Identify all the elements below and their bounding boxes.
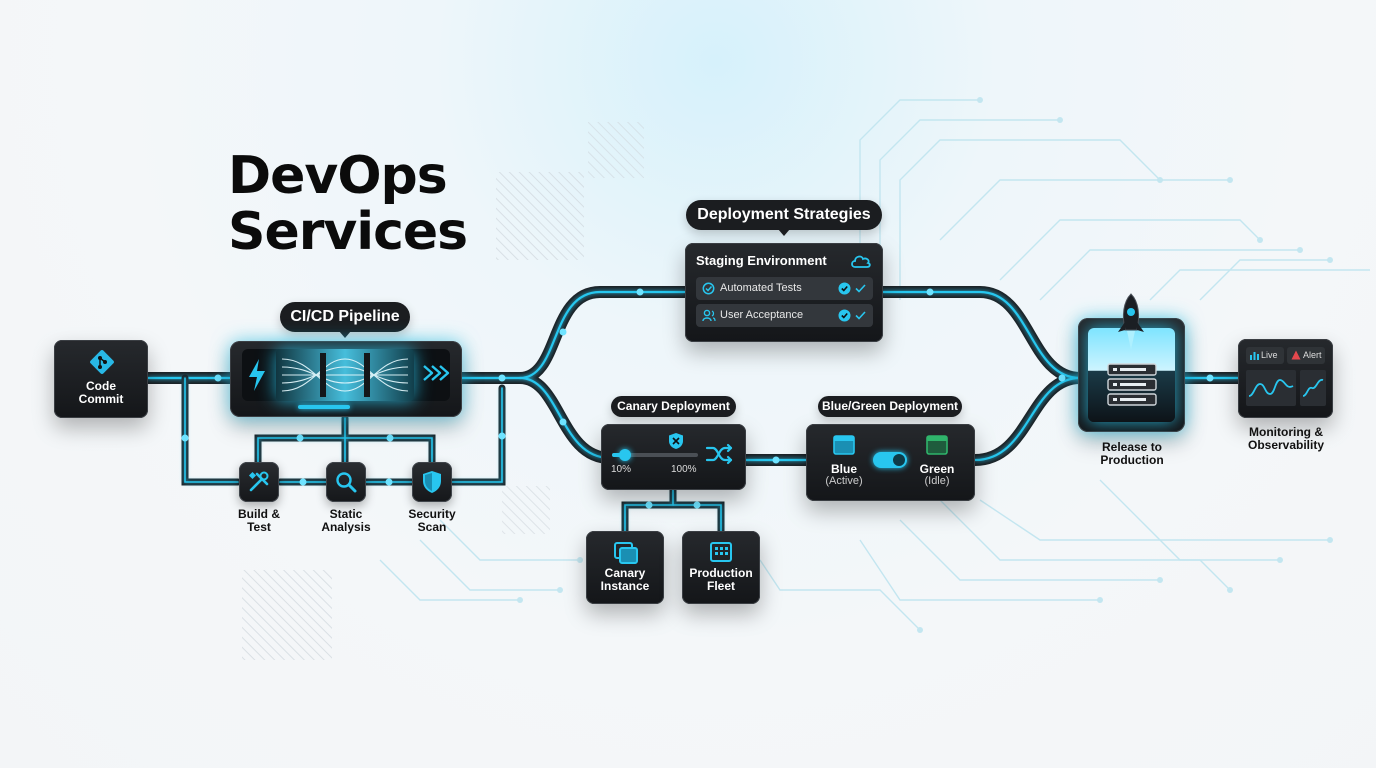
- cloud-icon: [851, 255, 871, 268]
- blue-green-toggle[interactable]: [873, 452, 907, 468]
- blue-window-icon: [833, 435, 855, 455]
- static-analysis-label-2: Analysis: [321, 520, 371, 534]
- shuffle-icon: [705, 443, 733, 465]
- security-scan-step[interactable]: [412, 462, 452, 502]
- forward-arrows-icon: [423, 365, 450, 381]
- magnifier-icon: [336, 472, 357, 493]
- release-label-1: Release to: [1101, 440, 1163, 454]
- git-icon: [90, 350, 114, 374]
- blue-green-deployment-label-text: Blue/Green Deployment: [821, 399, 959, 413]
- production-fleet-label-2: Fleet: [706, 579, 735, 593]
- shield-icon: [423, 471, 441, 493]
- alert-triangle-icon: [1291, 350, 1301, 360]
- green-env-label: Green: [919, 462, 955, 476]
- page-title: DevOps Services: [228, 146, 468, 262]
- pipeline-progress-bar: [298, 405, 350, 409]
- circle-check-icon: [702, 282, 715, 295]
- static-analysis-step[interactable]: [326, 462, 366, 502]
- release-label-2: Production: [1100, 453, 1164, 467]
- production-fleet-label-1: Production: [689, 566, 753, 580]
- blue-env-label: Blue: [830, 462, 857, 476]
- cicd-pipeline-label-text: CI/CD Pipeline: [290, 308, 400, 325]
- automated-tests-row[interactable]: Automated Tests: [696, 277, 873, 300]
- canary-slider-max: 100%: [671, 464, 697, 475]
- server-stack-icon: [1107, 363, 1157, 406]
- security-scan-label-1: Security: [408, 507, 456, 521]
- canary-instance-label-1: Canary: [604, 566, 646, 580]
- canary-slider-min: 10%: [611, 464, 632, 475]
- title-line-2: Services: [228, 202, 468, 262]
- metrics-graph-icon: [1246, 370, 1326, 406]
- user-icon: [702, 309, 716, 322]
- staging-environment-title: Staging Environment: [696, 253, 827, 268]
- check-badge-icon: [838, 282, 866, 295]
- deployment-strategies-label: Deployment Strategies: [686, 200, 882, 236]
- production-fleet-card[interactable]: Production Fleet: [682, 531, 760, 604]
- canary-deployment-card[interactable]: 10% 100%: [601, 424, 746, 490]
- green-env-state: (Idle): [924, 475, 950, 487]
- monitoring-label-1: Monitoring &: [1249, 425, 1323, 439]
- staging-environment-card[interactable]: Staging Environment Automated Tests User…: [685, 243, 883, 342]
- canary-instance-label-2: Instance: [600, 579, 650, 593]
- monitoring-dashboard-card[interactable]: Live Alert: [1238, 339, 1333, 418]
- automated-tests-label: Automated Tests: [720, 282, 802, 294]
- live-tag-text: Live: [1261, 350, 1278, 360]
- user-acceptance-label: User Acceptance: [720, 309, 804, 321]
- blue-green-deployment-label: Blue/Green Deployment: [818, 396, 962, 417]
- rocket-icon: [1118, 293, 1144, 350]
- canary-deployment-label-text: Canary Deployment: [617, 399, 730, 413]
- static-analysis-label-1: Static: [329, 507, 363, 521]
- live-tag[interactable]: Live: [1246, 347, 1284, 364]
- build-test-label-1: Build &: [238, 507, 280, 521]
- build-test-label-2: Test: [247, 520, 271, 534]
- code-commit-label-1: Code: [86, 379, 116, 393]
- check-badge-icon: [838, 309, 866, 322]
- lightning-icon: [249, 359, 265, 391]
- cicd-pipeline-label: CI/CD Pipeline: [280, 302, 410, 338]
- code-commit-label-2: Commit: [78, 392, 124, 406]
- code-commit-card[interactable]: Code Commit: [54, 340, 148, 418]
- canary-instance-card[interactable]: Canary Instance: [586, 531, 664, 604]
- monitoring-label-2: Observability: [1247, 438, 1325, 452]
- alert-tag-text: Alert: [1303, 350, 1322, 360]
- blue-env-state: (Active): [825, 475, 863, 487]
- user-acceptance-row[interactable]: User Acceptance: [696, 304, 873, 327]
- blue-green-deployment-card[interactable]: Blue (Active) Green (Idle): [806, 424, 975, 501]
- canary-deployment-label: Canary Deployment: [611, 396, 736, 417]
- green-window-icon: [926, 435, 948, 455]
- canary-slider-knob[interactable]: [618, 449, 631, 461]
- build-test-step[interactable]: [239, 462, 279, 502]
- title-line-1: DevOps: [228, 146, 448, 206]
- deployment-strategies-label-text: Deployment Strategies: [697, 206, 871, 223]
- alert-tag[interactable]: Alert: [1287, 347, 1325, 364]
- cicd-pipeline-tube[interactable]: [230, 341, 462, 417]
- canary-traffic-slider[interactable]: [612, 449, 698, 461]
- instance-icon: [614, 542, 638, 564]
- building-icon: [710, 542, 732, 562]
- canary-shield-icon: [669, 433, 683, 449]
- security-scan-label-2: Scan: [417, 520, 447, 534]
- pipeline-stream-icon: [282, 353, 408, 397]
- bar-chart-icon: [1250, 352, 1259, 360]
- tools-icon: [248, 471, 269, 492]
- canary-slider-fill: [612, 453, 625, 457]
